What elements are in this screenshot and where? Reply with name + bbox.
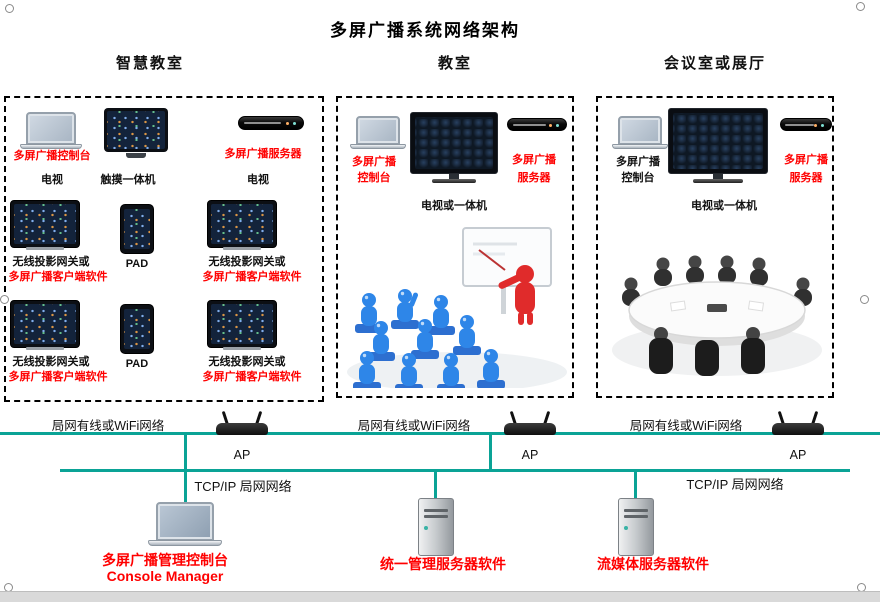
unified-management-server-icon	[418, 498, 454, 556]
tv-allinone-label: 电视或一体机	[421, 200, 487, 212]
drop-to-console	[184, 471, 187, 504]
classroom-photo	[345, 222, 569, 388]
console-label-line1: 多屏广播	[352, 156, 396, 168]
client-software-label: 多屏广播客户端软件	[202, 371, 302, 383]
ap-label: AP	[521, 448, 539, 462]
media-server-label: 流媒体服务器软件	[597, 556, 709, 572]
ap-label: AP	[789, 448, 807, 462]
ap-router-icon	[212, 407, 272, 435]
server-label: 多屏广播服务器	[224, 148, 302, 160]
tv-allinone-label: 电视或一体机	[691, 200, 757, 212]
tv-label-2: 电视	[247, 174, 269, 186]
wireless-gateway-tv-icon	[207, 200, 277, 250]
console-manager-sublabel: Console Manager	[106, 568, 224, 584]
resize-handle-right[interactable]	[860, 295, 869, 304]
section-header-meeting-room: 会议室或展厅	[663, 55, 766, 72]
pad-icon	[120, 204, 154, 254]
lan-label: 局网有线或WiFi网络	[629, 419, 743, 433]
lan-to-tcpip-connector	[489, 434, 492, 470]
resize-handle-top-left[interactable]	[5, 4, 14, 13]
smart-classroom-box: 多屏广播控制台 多屏广播服务器 电视 触摸一体机 电视 无线投影网关或 PAD …	[4, 96, 324, 402]
broadcast-console-laptop-icon	[20, 112, 82, 149]
wireless-gateway-tv-icon	[207, 300, 277, 350]
resize-handle-top-right[interactable]	[856, 2, 865, 11]
console-label-line2: 控制台	[621, 172, 655, 184]
broadcast-server-bar-icon	[238, 116, 304, 130]
window-bottom-strip	[0, 591, 880, 602]
console-manager-laptop-icon	[148, 502, 222, 546]
console-manager-label: 多屏广播管理控制台	[102, 552, 228, 568]
console-label: 多屏广播控制台	[13, 150, 91, 162]
console-label-line1: 多屏广播	[616, 156, 660, 168]
server-label-line1: 多屏广播	[784, 154, 828, 166]
touch-label: 触摸一体机	[100, 174, 156, 186]
wireless-gateway-tv-icon	[10, 300, 80, 350]
server-label-line2: 服务器	[789, 172, 823, 184]
broadcast-console-laptop-icon	[350, 116, 406, 149]
meeting-room-photo	[605, 222, 829, 388]
server-label-line2: 服务器	[517, 172, 551, 184]
resize-handle-left[interactable]	[0, 295, 9, 304]
server-label-line1: 多屏广播	[512, 154, 556, 166]
touch-allinone-icon	[104, 108, 168, 158]
ap-router-icon	[768, 407, 828, 435]
broadcast-server-bar-icon	[507, 118, 567, 131]
ap-label: AP	[233, 448, 251, 462]
wireless-gateway-tv-icon	[10, 200, 80, 250]
gateway-label: 无线投影网关或	[12, 256, 90, 268]
client-software-label: 多屏广播客户端软件	[8, 371, 108, 383]
gateway-label: 无线投影网关或	[12, 356, 90, 368]
section-header-classroom: 教室	[437, 55, 472, 72]
broadcast-console-laptop-icon	[612, 116, 668, 149]
drop-to-media-server	[634, 471, 637, 502]
lan-label: 局网有线或WiFi网络	[51, 419, 165, 433]
section-header-smart-classroom: 智慧教室	[115, 55, 184, 72]
pad-label: PAD	[125, 258, 149, 270]
tcpip-line	[60, 469, 850, 472]
tcpip-label: TCP/IP 局网网络	[686, 477, 784, 492]
laptop-screen	[26, 112, 76, 144]
drop-to-unified-server	[434, 471, 437, 502]
broadcast-server-bar-icon	[780, 118, 832, 131]
gateway-label: 无线投影网关或	[208, 256, 286, 268]
console-label-line2: 控制台	[357, 172, 391, 184]
lan-line	[0, 432, 880, 435]
pad-label: PAD	[125, 358, 149, 370]
classroom-tv-icon	[410, 112, 498, 183]
meeting-room-box: 多屏广播 控制台 多屏广播 服务器 电视或一体机	[596, 96, 834, 398]
meeting-tv-icon	[668, 108, 768, 183]
lan-label: 局网有线或WiFi网络	[357, 419, 471, 433]
laptop-base	[20, 144, 82, 149]
pad-icon	[120, 304, 154, 354]
client-software-label: 多屏广播客户端软件	[202, 271, 302, 283]
media-server-icon	[618, 498, 654, 556]
tv-label: 电视	[41, 174, 63, 186]
client-software-label: 多屏广播客户端软件	[8, 271, 108, 283]
gateway-label: 无线投影网关或	[208, 356, 286, 368]
lan-to-tcpip-connector	[184, 434, 187, 470]
ap-router-icon	[500, 407, 560, 435]
unified-server-label: 统一管理服务器软件	[380, 556, 506, 572]
diagram-title: 多屏广播系统网络架构	[330, 21, 520, 40]
classroom-box: 多屏广播 控制台 多屏广播 服务器 电视或一体机	[336, 96, 574, 398]
tcpip-label: TCP/IP 局网网络	[194, 479, 292, 494]
